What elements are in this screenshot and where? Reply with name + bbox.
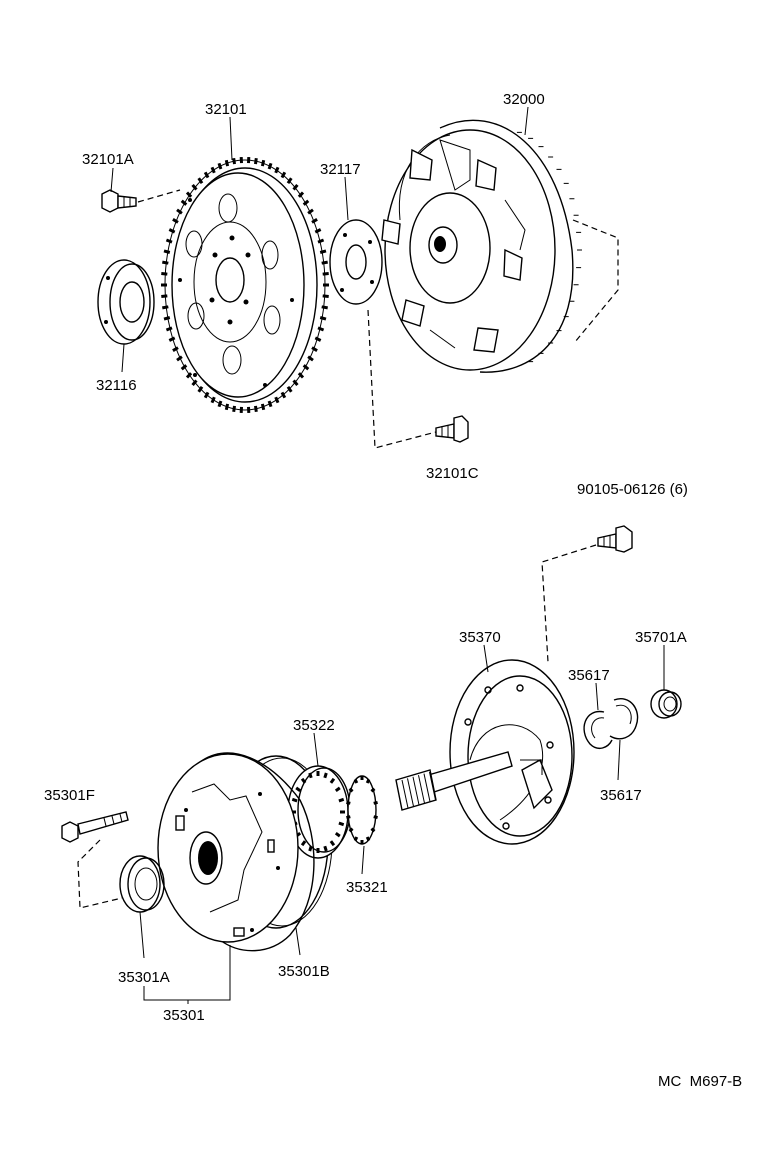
oil-seal-35301A <box>119 855 165 913</box>
leader-lines <box>110 106 665 1004</box>
label-32000: 32000 <box>503 91 545 108</box>
label-32101A: 32101A <box>82 151 134 168</box>
label-35301A: 35301A <box>118 969 170 986</box>
spacer-32116 <box>97 259 155 345</box>
bolt-90105-06126 <box>597 525 633 553</box>
stator-shaft-pump-cover <box>395 659 575 845</box>
label-90105-06126: 90105-06126 (6) <box>577 481 688 498</box>
bolt-35301F <box>61 811 129 843</box>
bolt-32101C <box>435 415 469 443</box>
label-35370: 35370 <box>459 629 501 646</box>
diagram-code: MC M697-B <box>658 1073 742 1090</box>
label-35701A: 35701A <box>635 629 687 646</box>
label-32101C: 32101C <box>426 465 479 482</box>
snap-ring-35617-a <box>583 710 613 750</box>
label-32101: 32101 <box>205 101 247 118</box>
drive-gear-35321 <box>346 775 378 845</box>
label-35301F: 35301F <box>44 787 95 804</box>
torque-converter <box>381 119 582 373</box>
label-35322: 35322 <box>293 717 335 734</box>
label-32117: 32117 <box>320 161 361 178</box>
label-35301B: 35301B <box>278 963 330 980</box>
plate-32117 <box>329 219 383 305</box>
bolt-32101A <box>101 189 137 213</box>
label-35321: 35321 <box>346 879 388 896</box>
label-35617-upper: 35617 <box>568 667 610 684</box>
label-35301: 35301 <box>163 1007 205 1024</box>
label-35617-lower: 35617 <box>600 787 642 804</box>
label-32116: 32116 <box>96 377 137 394</box>
bushing-35701A <box>650 689 682 719</box>
oil-pump-body <box>157 752 315 952</box>
snap-ring-35617-b <box>609 698 639 740</box>
drive-plate-ring-gear <box>161 157 329 413</box>
